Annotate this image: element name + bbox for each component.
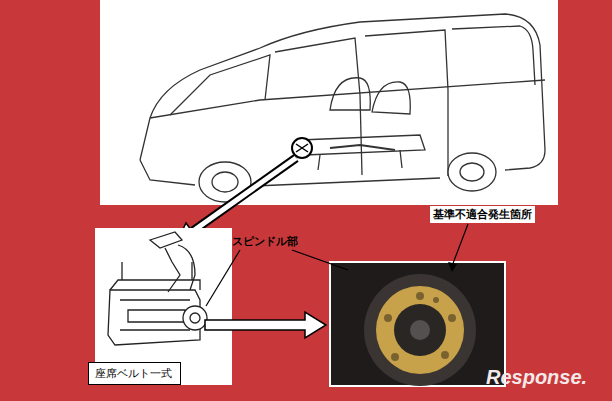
part-label: 基準不適合発生箇所 bbox=[430, 206, 535, 223]
pointer-arrow bbox=[205, 312, 326, 338]
part-label: スピンドル部 bbox=[232, 234, 298, 249]
van-panel bbox=[100, 0, 558, 205]
mark-circle bbox=[292, 138, 312, 158]
photo bbox=[330, 262, 505, 386]
leader-arrowhead bbox=[448, 262, 457, 272]
leader-line bbox=[292, 250, 348, 270]
photo-ring bbox=[376, 286, 464, 374]
seatbelt-drawing bbox=[108, 232, 207, 345]
box-text: 座席ベルト一式 bbox=[95, 366, 174, 381]
van-drawing bbox=[140, 14, 545, 202]
label-box: 座席ベルト一式 bbox=[88, 362, 181, 385]
leader-line bbox=[206, 250, 240, 306]
leader-line bbox=[452, 224, 468, 266]
photo-disc bbox=[364, 274, 476, 386]
watermark: Response. bbox=[486, 366, 587, 389]
photo-spindle bbox=[410, 320, 430, 340]
photo-holes bbox=[384, 292, 456, 361]
mark-cross bbox=[296, 144, 308, 152]
photo-frame bbox=[330, 262, 505, 386]
photo-hub bbox=[394, 304, 446, 356]
